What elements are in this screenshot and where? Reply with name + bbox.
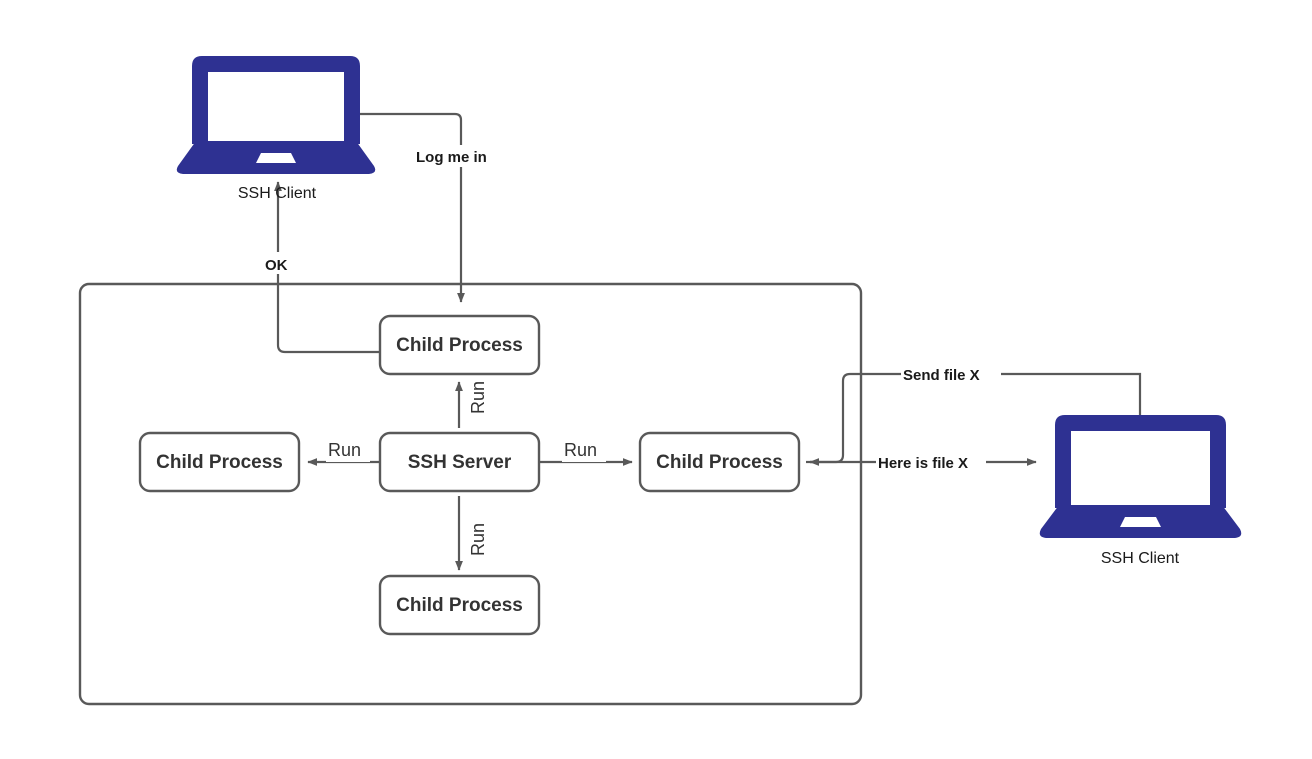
child-process-top-label: Child Process bbox=[396, 335, 523, 356]
edge-label-run-left: Run bbox=[328, 440, 361, 460]
halo-login-request bbox=[414, 145, 510, 167]
laptop-icon-client-top: SSH Client bbox=[176, 56, 376, 202]
edge-label-login-request: Log me in bbox=[416, 149, 487, 166]
laptop-notch-top bbox=[256, 153, 296, 163]
edge-label-run-bottom: Run bbox=[468, 523, 488, 556]
child-process-left-label: Child Process bbox=[156, 452, 283, 473]
edge-label-send-file: Send file X bbox=[903, 367, 980, 384]
node-child-process-right[interactable]: Child Process bbox=[638, 431, 801, 493]
laptop-caption-client-top: SSH Client bbox=[238, 185, 317, 202]
node-child-process-top[interactable]: Child Process bbox=[378, 314, 541, 376]
edge-label-login-ack: OK bbox=[265, 257, 288, 274]
child-process-right-label: Child Process bbox=[656, 452, 783, 473]
node-child-process-bottom[interactable]: Child Process bbox=[378, 574, 541, 636]
laptop-icon-client-right: SSH Client bbox=[1039, 415, 1242, 567]
halo-receive-file bbox=[876, 451, 986, 473]
ssh-server-box[interactable] bbox=[378, 431, 541, 493]
edge-label-run-top: Run bbox=[468, 381, 488, 414]
halo-send-file bbox=[901, 363, 1001, 385]
child-process-right-box[interactable] bbox=[638, 431, 801, 493]
laptop-notch-right bbox=[1120, 517, 1161, 527]
edge-label-run-right: Run bbox=[564, 440, 597, 460]
node-ssh-server[interactable]: SSH Server bbox=[378, 431, 541, 493]
ssh-server-label: SSH Server bbox=[408, 452, 512, 473]
ssh-server-host-boundary bbox=[78, 282, 863, 706]
halo-run-left bbox=[326, 438, 370, 462]
node-child-process-left[interactable]: Child Process bbox=[138, 431, 301, 493]
edge-login-ack bbox=[274, 181, 380, 354]
child-process-top-box[interactable] bbox=[378, 314, 541, 376]
laptop-caption-client-right: SSH Client bbox=[1101, 550, 1180, 567]
halo-login-ack bbox=[264, 252, 298, 274]
laptop-screen-frame-right bbox=[1055, 415, 1226, 508]
laptop-screen-frame-top bbox=[192, 56, 360, 144]
child-process-bottom-label: Child Process bbox=[396, 595, 523, 616]
edge-label-receive-file: Here is file X bbox=[878, 455, 968, 472]
edge-login-request bbox=[358, 112, 465, 303]
child-process-left-box[interactable] bbox=[138, 431, 301, 493]
halo-run-right bbox=[562, 438, 606, 462]
child-process-bottom-box[interactable] bbox=[378, 574, 541, 636]
